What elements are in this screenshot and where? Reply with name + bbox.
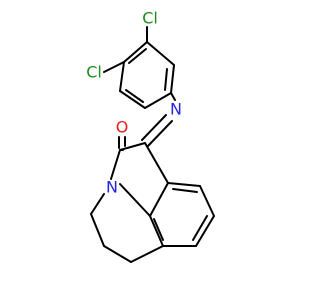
saturated-ring — [90, 193, 164, 263]
chlorine-atom-top: Cl — [142, 9, 158, 28]
carbonyl-oxygen-atom: O — [116, 118, 129, 137]
bond-c-cl-left — [103, 61, 125, 73]
dichlorophenyl-ring — [119, 41, 175, 109]
lactam-ring — [110, 142, 169, 217]
ring-nitrogen-atom: N — [106, 178, 118, 197]
imine-nitrogen-atom: N — [170, 100, 182, 119]
molecule-canvas: Cl Cl N O N — [86, 8, 215, 263]
chlorine-atom-left: Cl — [86, 63, 102, 82]
benzo-ring — [149, 182, 215, 247]
bond-aryl-n — [170, 92, 176, 101]
molecule-structure: Cl Cl N O N — [86, 9, 215, 263]
carbonyl-double-bond — [118, 136, 126, 151]
imine-double-bond — [141, 114, 173, 147]
